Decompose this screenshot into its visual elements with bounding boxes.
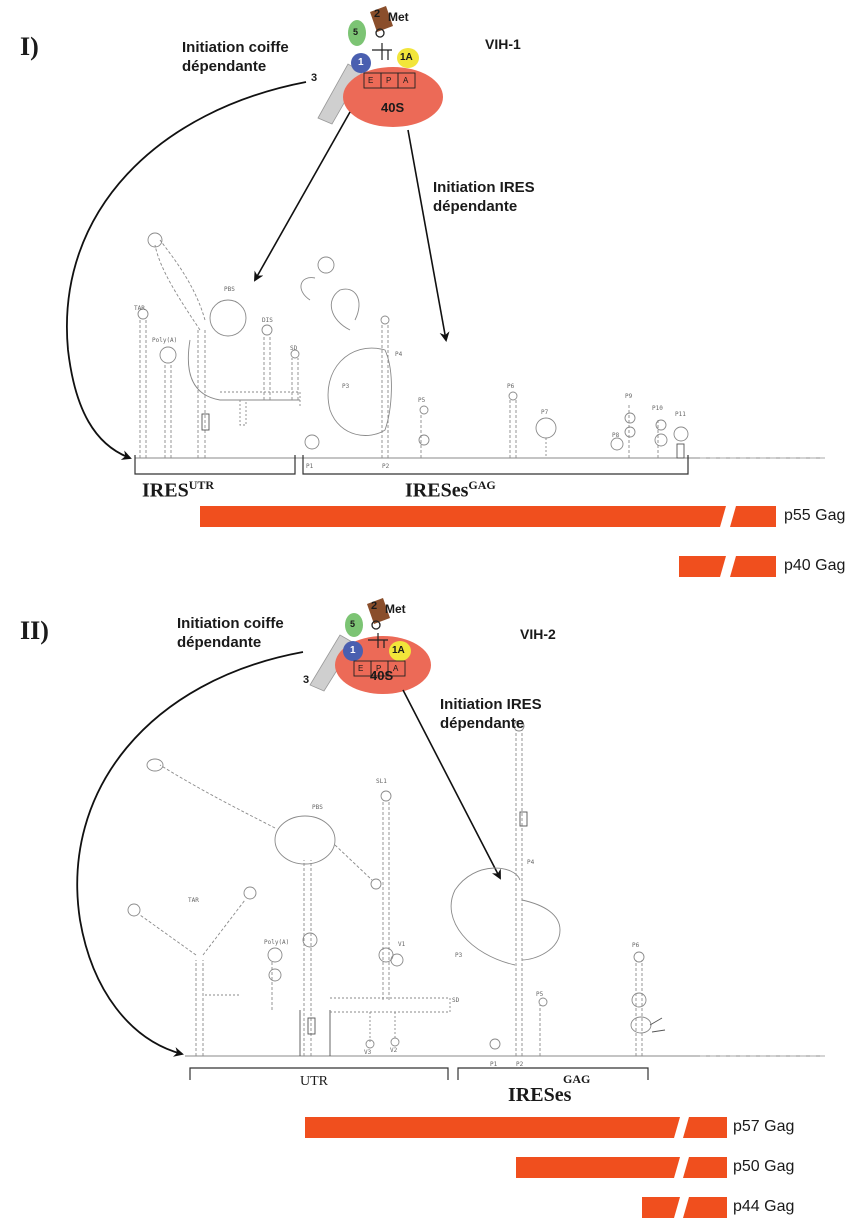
site-p: P [386,76,391,85]
subunit-40s [343,67,443,127]
svg-text:SD: SD [452,997,460,1004]
region-ires-utr: IRESUTR [142,478,214,503]
rna-structure-vih2 [128,721,825,1056]
protein-label-p57: p57 Gag [733,1118,794,1136]
svg-text:P4: P4 [395,351,403,358]
svg-text:P3: P3 [455,952,463,959]
factor2-3: 3 [303,674,309,686]
rna-structure-vih1 [135,233,825,458]
factor2-2: 2 [371,600,377,612]
svg-text:P4: P4 [527,859,535,866]
arrow-cap-vih2 [77,652,303,1054]
region-ires-utr-main: IRES [142,480,189,502]
svg-text:TAR: TAR [188,897,199,904]
protein-label-p44: p44 Gag [733,1198,794,1216]
factor-1: 1 [358,57,364,68]
orf-bar-p40-a [679,556,726,577]
cap2-line1: Initiation coiffe [177,614,284,633]
factor2-met: Met [385,602,406,616]
virus-name-vih1: VIH-1 [485,36,521,52]
cap-line2: dépendante [182,57,289,76]
rna-labels-vih1: TAR Poly(A) PBS DIS SD P1 P2 P3 P4 P5 P6… [134,286,686,470]
svg-text:V2: V2 [390,1047,398,1054]
arrow-ires-gag-vih1 [408,130,446,340]
factor2-1: 1 [350,645,356,656]
rna-labels-vih2: TAR Poly(A) PBS SL1 V1 V2 V3 SD P1 P2 P3… [188,778,640,1068]
svg-text:V3: V3 [364,1049,372,1056]
svg-text:Poly(A): Poly(A) [152,337,177,344]
orf-bars-vih1 [200,506,776,577]
svg-text:P5: P5 [418,397,426,404]
orf-bar-p55-b [730,506,776,527]
svg-text:P2: P2 [516,1061,524,1068]
region-iress-gag-vih1: IRESesGAG [405,478,496,503]
ires-dependent-label-vih1: Initiation IRES dépendante [433,178,535,216]
svg-text:P2: P2 [382,463,390,470]
factor-5: 5 [353,27,358,37]
cap2-line2: dépendante [177,633,284,652]
orf-bar-p40-b [730,556,776,577]
factor-1a: 1A [400,52,413,63]
svg-text:PBS: PBS [224,286,235,293]
factor-3: 3 [311,72,317,84]
ribosome2-40s-label: 40S [370,668,393,683]
protein-label-p40: p40 Gag [784,557,845,575]
region-ires-utr-sup: UTR [189,478,214,492]
orf-bars-vih2 [305,1117,727,1218]
protein-label-p50: p50 Gag [733,1158,794,1176]
svg-text:SL1: SL1 [376,778,387,785]
ires2-line2: dépendante [440,714,542,733]
site-e: E [368,76,373,85]
svg-text:DIS: DIS [262,317,273,324]
svg-text:SD: SD [290,345,298,352]
site2-e: E [358,664,363,673]
panel-label-2: II) [20,616,49,646]
region-iress-vih2: IRESes [508,1084,571,1107]
protein-label-p55: p55 Gag [784,507,845,525]
virus-name-vih2: VIH-2 [520,626,556,642]
svg-text:P6: P6 [507,383,515,390]
cap-dependent-label-vih1: Initiation coiffe dépendante [182,38,289,76]
svg-text:P10: P10 [652,405,663,412]
svg-text:P1: P1 [306,463,314,470]
factor2-1a: 1A [392,645,405,656]
svg-text:P11: P11 [675,411,686,418]
region-gag-main: IRESes [405,480,468,502]
orf-bar-p55-a [200,506,726,527]
factor-2: 2 [374,8,380,20]
svg-text:P6: P6 [632,942,640,949]
arrow-cap-vih1 [67,82,306,458]
arrow-ires-utr-vih1 [255,112,350,280]
svg-text:Poly(A): Poly(A) [264,939,289,946]
region-gag-sup: GAG [468,478,495,492]
svg-text:V1: V1 [398,941,406,948]
svg-text:TAR: TAR [134,305,145,312]
site2-a: A [393,664,398,673]
ires-line2: dépendante [433,197,535,216]
svg-text:PBS: PBS [312,804,323,811]
factor-met: Met [388,10,409,24]
bracket-iress-gag-vih2 [458,1068,648,1080]
svg-text:P9: P9 [625,393,633,400]
factor2-5: 5 [350,619,355,629]
svg-text:P8: P8 [612,432,620,439]
svg-text:P7: P7 [541,409,549,416]
cap-dependent-label-vih2: Initiation coiffe dépendante [177,614,284,652]
ires-line1: Initiation IRES [433,178,535,197]
panel-label-1: I) [20,32,39,62]
site2-p: P [376,664,381,673]
ribosome-40s-label: 40S [381,100,404,115]
region-utr-vih2: UTR [300,1074,328,1090]
site-a: A [403,76,408,85]
ires2-line1: Initiation IRES [440,695,542,714]
svg-text:P1: P1 [490,1061,498,1068]
cap-line1: Initiation coiffe [182,38,289,57]
svg-text:P3: P3 [342,383,350,390]
ires-dependent-label-vih2: Initiation IRES dépendante [440,695,542,733]
svg-text:P5: P5 [536,991,544,998]
